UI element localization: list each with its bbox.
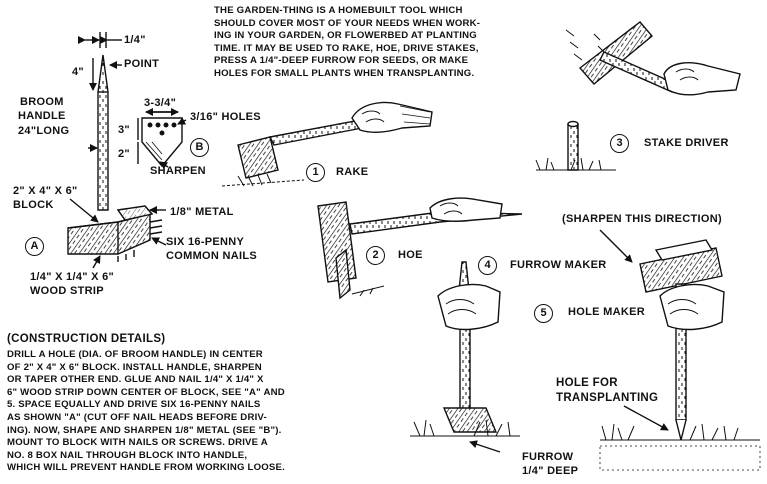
construction-line: MOUNT TO BLOCK WITH NAILS OR SCREWS. DRI… [7, 437, 268, 449]
intro-line: TIME. IT MAY BE USED TO RAKE, HOE, DRIVE… [214, 42, 479, 54]
construction-line: NO. 8 BOX NAIL THROUGH BLOCK INTO HANDLE… [7, 449, 248, 461]
sharpen-direction-label: (SHARPEN THIS DIRECTION) [562, 213, 722, 225]
intro-line: HOLES FOR SMALL PLANTS WHEN TRANSPLANTIN… [214, 67, 475, 79]
hole-maker-label: HOLE MAKER [568, 306, 645, 318]
intro-line: ING IN YOUR GARDEN, OR FLOWERBED AT PLAN… [214, 30, 477, 42]
circle-label-a: A [25, 237, 44, 256]
stake-driver-label: STAKE DRIVER [644, 137, 729, 149]
rake-drawing [221, 101, 433, 187]
construction-line: WHICH WILL PREVENT HANDLE FROM WORKING L… [7, 462, 285, 474]
construction-line: DRILL A HOLE (DIA. OF BROOM HANDLE) IN C… [7, 349, 263, 360]
construction-line: 6" WOOD STRIP DOWN CENTER OF BLOCK, SEE … [7, 386, 285, 398]
construction-line: 5. SPACE EQUALLY AND DRIVE SIX 16-PENNY … [7, 399, 261, 411]
block-label-line: 2" X 4" X 6" [13, 185, 78, 197]
construction-line: ING). NOW, SHAPE AND SHARPEN 1/8" METAL … [7, 424, 282, 436]
blade-height-top-label: 3" [118, 124, 130, 136]
furrow-maker-drawing [410, 261, 520, 453]
furrow-depth-label: FURROW 1/4" DEEP [522, 450, 578, 479]
construction-heading: (CONSTRUCTION DETAILS) [7, 333, 166, 345]
hoe-drawing [317, 197, 523, 300]
hole-maker-number: 5 [534, 304, 553, 323]
stake-driver-number: 3 [610, 134, 629, 153]
rake-number: 1 [306, 163, 325, 182]
sharpen-label: SHARPEN [150, 165, 206, 177]
hole-maker-drawing [599, 229, 761, 471]
rake-label: RAKE [336, 166, 369, 178]
construction-line: OF 2" X 4" X 6" BLOCK. INSTALL HANDLE, S… [7, 361, 262, 373]
construction-line: AS SHOWN "A" (CUT OFF NAIL HEADS BEFORE … [7, 411, 267, 423]
hoe-number: 2 [366, 246, 385, 265]
blade-width-label: 3-3/4" [144, 97, 177, 109]
transplanting-hole-label-line: TRANSPLANTING [556, 391, 659, 404]
circle-label-b: B [190, 138, 209, 157]
point-label: POINT [124, 58, 160, 70]
handle-label: BROOM HANDLE 24"LONG [18, 95, 69, 138]
strip-label-line: WOOD STRIP [30, 285, 104, 298]
transplanting-hole-label: HOLE FOR TRANSPLANTING [556, 376, 658, 406]
hoe-label: HOE [398, 249, 423, 261]
construction-text: DRILL A HOLE (DIA. OF BROOM HANDLE) IN C… [7, 349, 352, 475]
strip-label: 1/4" X 1/4" X 6" WOOD STRIP [30, 270, 114, 299]
intro-line: SHOULD COVER MOST OF YOUR NEEDS WHEN WOR… [214, 17, 481, 29]
furrow-maker-number: 4 [478, 256, 497, 275]
construction-line: OR TAPER OTHER END. GLUE AND NAIL 1/4" X… [7, 374, 264, 386]
furrow-maker-label: FURROW MAKER [510, 259, 607, 271]
point-length-label: 4" [72, 66, 84, 78]
block-label-line: BLOCK [13, 199, 54, 212]
stake-driver-drawing [535, 21, 741, 171]
handle-label-line: HANDLE [18, 110, 66, 123]
nails-label: SIX 16-PENNY COMMON NAILS [166, 235, 257, 264]
metal-label: 1/8" METAL [170, 206, 234, 218]
intro-text: THE GARDEN-THING IS A HOMEBUILT TOOL WHI… [214, 5, 544, 81]
transplanting-hole-label-line: HOLE FOR [556, 377, 618, 389]
intro-line: THE GARDEN-THING IS A HOMEBUILT TOOL WHI… [214, 5, 463, 16]
blade-height-bottom-label: 2" [118, 148, 130, 160]
nails-label-line: SIX 16-PENNY [166, 236, 245, 248]
block-label: 2" X 4" X 6" BLOCK [13, 184, 78, 213]
width-dimension-label: 1/4" [124, 34, 146, 46]
furrow-depth-label-line: FURROW [522, 451, 574, 463]
holes-label: 3/16" HOLES [190, 111, 261, 123]
furrow-depth-label-line: 1/4" DEEP [522, 465, 579, 478]
handle-label-line: 24"LONG [18, 124, 70, 137]
blade-detail-drawing [137, 108, 187, 170]
nails-label-line: COMMON NAILS [166, 250, 257, 263]
assembled-tool-drawing [67, 32, 167, 269]
handle-label-line: BROOM [20, 96, 64, 108]
intro-line: PRESS A 1/4"-DEEP FURROW FOR SEEDS, OR M… [214, 55, 469, 67]
strip-label-line: 1/4" X 1/4" X 6" [30, 271, 115, 283]
